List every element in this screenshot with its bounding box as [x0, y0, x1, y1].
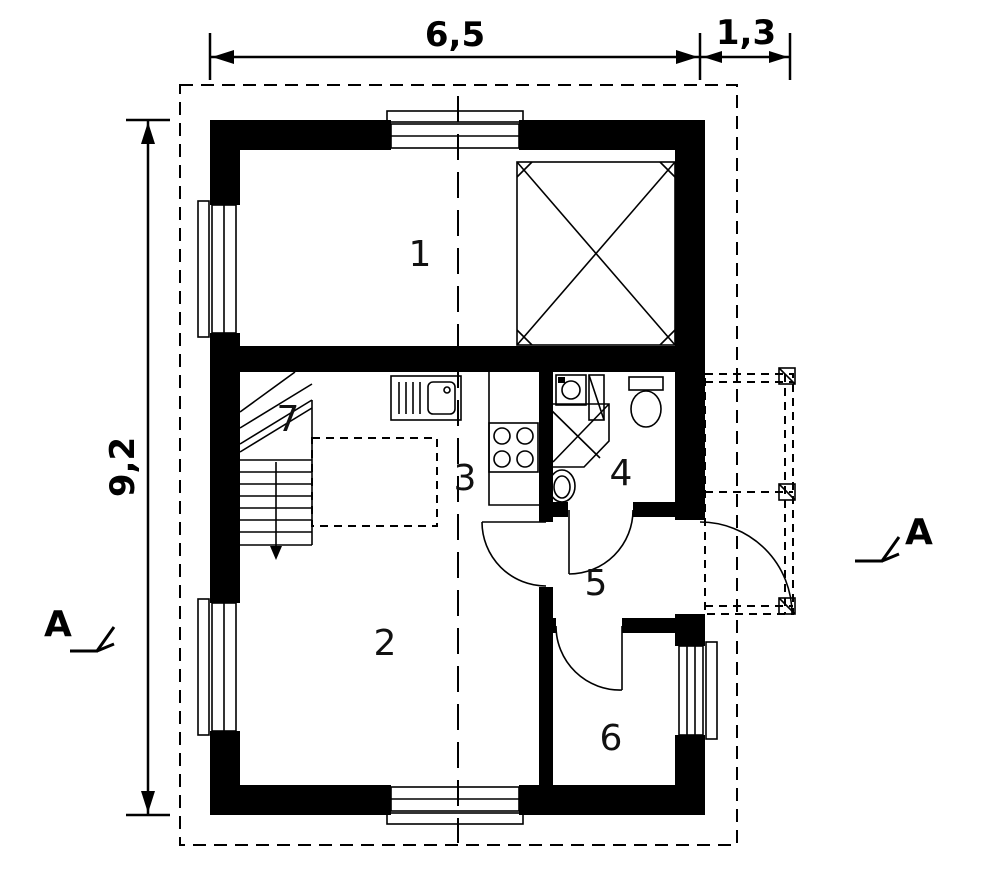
wall-room6-top-right — [622, 618, 675, 633]
wall-room6-top-left — [539, 618, 556, 633]
door-room6 — [555, 625, 623, 691]
wall-mid-horizontal — [210, 346, 675, 372]
window-top — [386, 110, 524, 149]
section-marker-left: A — [44, 604, 116, 653]
dimension-left: 9,2 — [103, 118, 170, 817]
toilet — [628, 376, 664, 428]
door-bathroom — [568, 509, 634, 575]
dimension-top: 6,5 1,3 — [208, 13, 792, 80]
room-labels: 1 2 3 4 5 6 7 — [277, 234, 633, 759]
window-left-lower — [197, 598, 237, 736]
room-label-4: 4 — [610, 453, 633, 494]
kitchen-stove — [488, 422, 539, 473]
room-label-5: 5 — [585, 563, 608, 604]
ceiling-opening — [516, 161, 676, 346]
terrace-post-top — [778, 367, 796, 385]
room-label-7: 7 — [277, 399, 300, 440]
door-hall-living — [481, 521, 547, 587]
wall-bath-bottom-right — [633, 502, 675, 517]
terrace — [704, 367, 796, 615]
window-right — [678, 641, 718, 740]
terrace-post-bottom — [778, 597, 796, 615]
washing-machine — [555, 374, 587, 406]
window-bottom — [386, 786, 524, 825]
room-label-6: 6 — [600, 718, 623, 759]
wall-hall-living — [539, 587, 553, 785]
terrace-post-middle — [778, 483, 796, 501]
washbasin — [548, 469, 576, 503]
stairs-direction-arrow — [270, 546, 282, 560]
window-left-upper — [197, 200, 237, 338]
dimension-width-main: 6,5 — [425, 15, 485, 55]
dimension-height: 9,2 — [103, 437, 143, 497]
room-label-2: 2 — [374, 623, 397, 664]
wall-bath-bottom-left — [539, 502, 568, 517]
door-terrace — [699, 521, 793, 615]
stair-opening-dashed — [311, 437, 438, 527]
water-heater — [588, 374, 605, 421]
roof-outline — [179, 84, 738, 846]
section-label-left: A — [44, 604, 72, 645]
section-label-right: A — [905, 512, 933, 553]
section-marker-right: A — [855, 512, 933, 563]
wall-kitchen-bath — [539, 346, 553, 522]
kitchen-counter — [488, 372, 539, 506]
room-label-3: 3 — [454, 458, 477, 499]
room-label-1: 1 — [409, 234, 432, 275]
shower — [544, 403, 610, 468]
dimension-width-right: 1,3 — [716, 13, 776, 53]
kitchen-sink — [390, 375, 462, 421]
doors — [481, 509, 793, 691]
